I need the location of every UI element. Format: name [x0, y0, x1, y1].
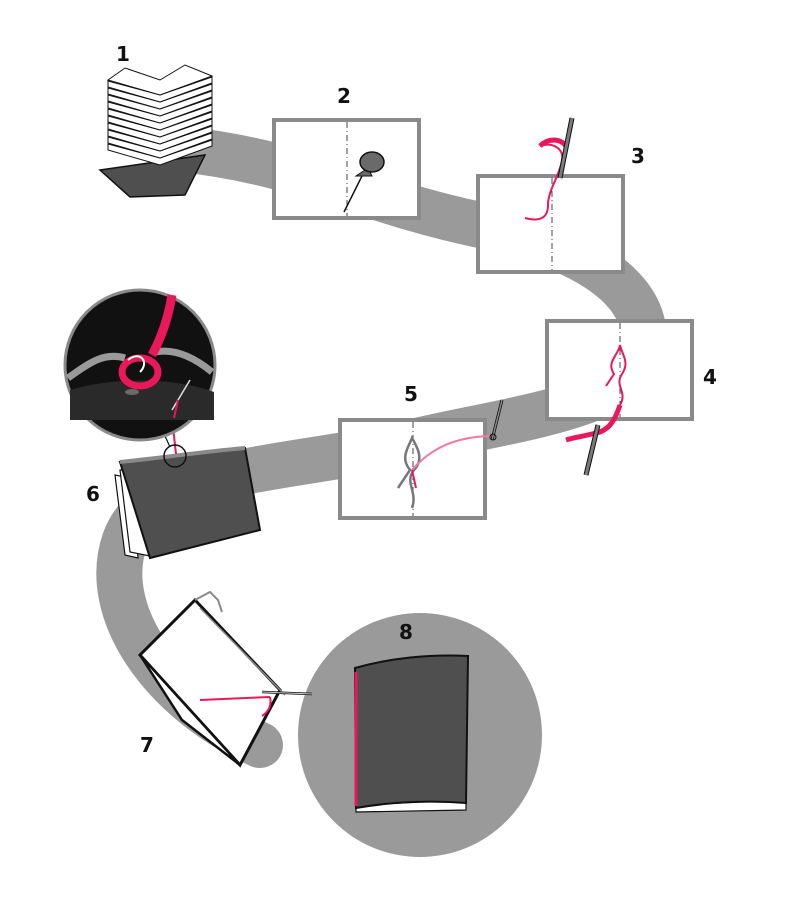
step-1-number: 1 [116, 42, 130, 66]
step-2-number: 2 [337, 84, 351, 108]
step-6-number: 6 [86, 482, 100, 506]
step-7-number: 7 [140, 733, 154, 757]
awl-icon [343, 151, 385, 213]
step-4-card [545, 319, 694, 421]
finished-book-icon [353, 654, 470, 813]
needle-thread-icon [565, 344, 627, 476]
step-8-number: 8 [399, 620, 413, 644]
process-path [96, 125, 667, 768]
step-3-number: 3 [631, 144, 645, 168]
needle-thread-icon [524, 117, 575, 221]
step-1-paper-stack-icon [98, 64, 214, 198]
step-4-number: 4 [703, 365, 717, 389]
sewing-booklet-icon [137, 590, 313, 768]
knot-zoom-icon [63, 288, 217, 442]
step-5-number: 5 [404, 382, 418, 406]
step-2-card [272, 118, 421, 220]
needle-thread-icon [396, 399, 504, 509]
step-6-signature [114, 417, 262, 560]
